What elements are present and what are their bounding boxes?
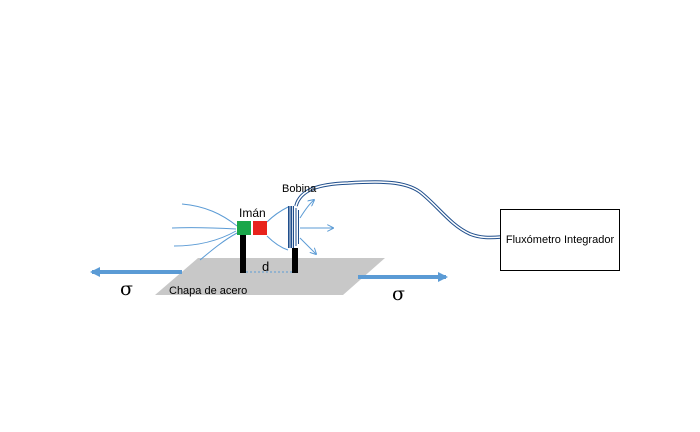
plate-label: Chapa de acero: [169, 285, 248, 297]
fluxmeter-label: Fluxómetro Integrador: [505, 234, 615, 246]
steel-plate: [155, 258, 385, 295]
sigma-right-label: σ: [392, 283, 405, 305]
magnet-south-pole: [253, 221, 267, 235]
magnet-north-pole: [237, 221, 251, 235]
distance-label: d: [262, 259, 270, 274]
magnet-leg: [240, 235, 246, 273]
sigma-left-label: σ: [120, 278, 133, 300]
coil-leg: [292, 248, 298, 273]
magnet-label: Imán: [239, 206, 266, 220]
coil: [288, 206, 299, 248]
field-lines-middle: [266, 206, 289, 251]
field-lines-left: [171, 203, 238, 261]
cable: [294, 180, 502, 240]
coil-label: Bobina: [282, 183, 317, 195]
fluxmeter-box: Fluxómetro Integrador: [500, 209, 620, 271]
field-lines-right: [299, 200, 333, 254]
